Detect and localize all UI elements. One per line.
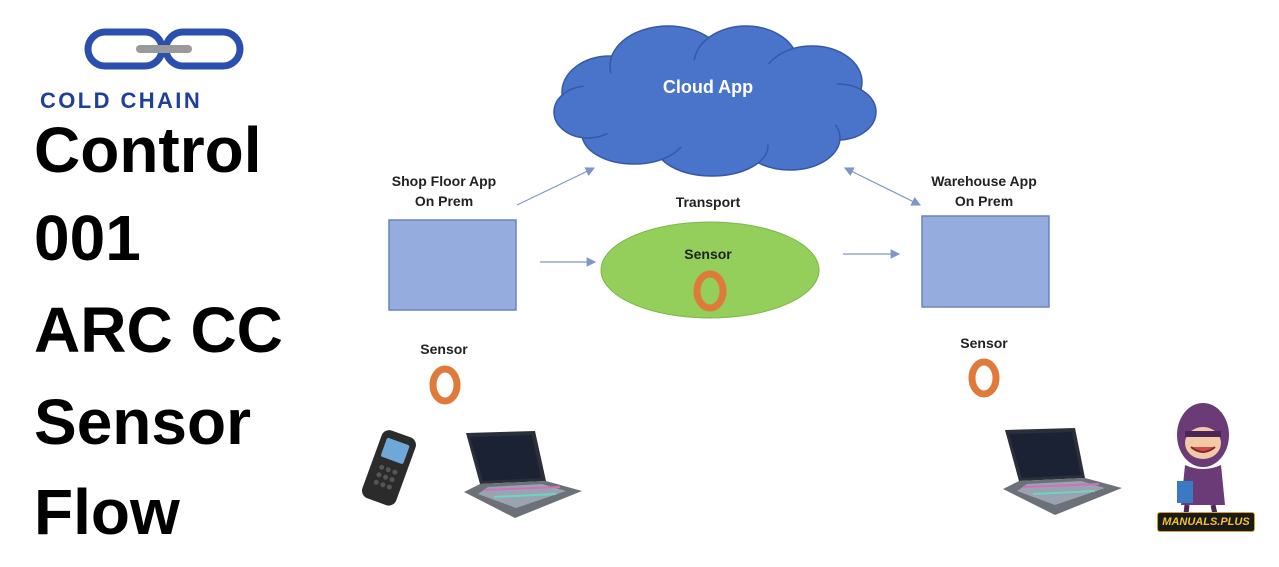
laptop-icon: [464, 431, 582, 518]
cloud-shape: [553, 25, 877, 177]
left-sensor-label: Sensor: [420, 341, 468, 357]
transport-label: Transport: [676, 194, 741, 210]
ninja-mascot-icon: [1177, 403, 1229, 524]
transport-ellipse: [600, 221, 820, 319]
transport-sensor-ring-icon: [693, 270, 727, 312]
warehouse-box: [921, 215, 1050, 308]
title-line-2: 001: [34, 202, 141, 274]
shop-floor-box: [388, 219, 517, 311]
shop-floor-label-line1: Shop Floor App: [392, 173, 496, 189]
handheld-scanner-icon: [362, 430, 416, 506]
right-sensor-ring-icon: [968, 358, 1000, 398]
title-line-5: Flow: [34, 476, 180, 548]
transport-sensor-label: Sensor: [684, 246, 732, 262]
shop-to-cloud-arrow: [516, 167, 596, 206]
logo-wordmark: COLD CHAIN: [40, 88, 203, 113]
title-line-4: Sensor: [34, 386, 251, 458]
right-sensor-label: Sensor: [960, 335, 1008, 351]
warehouse-label-line1: Warehouse App: [931, 173, 1037, 189]
warehouse-label-line2: On Prem: [955, 193, 1013, 209]
title-line-3: ARC CC: [34, 294, 283, 366]
title-line-1: Control: [34, 114, 262, 186]
cloud-warehouse-arrow: [843, 167, 922, 206]
chain-link-icon: [84, 28, 244, 70]
watermark-label: MANUALS.PLUS: [1157, 512, 1255, 532]
left-sensor-ring-icon: [429, 365, 461, 405]
cloud-app-label: Cloud App: [663, 77, 753, 97]
shop-floor-label-line2: On Prem: [415, 193, 473, 209]
laptop-icon-right: [1003, 428, 1122, 515]
